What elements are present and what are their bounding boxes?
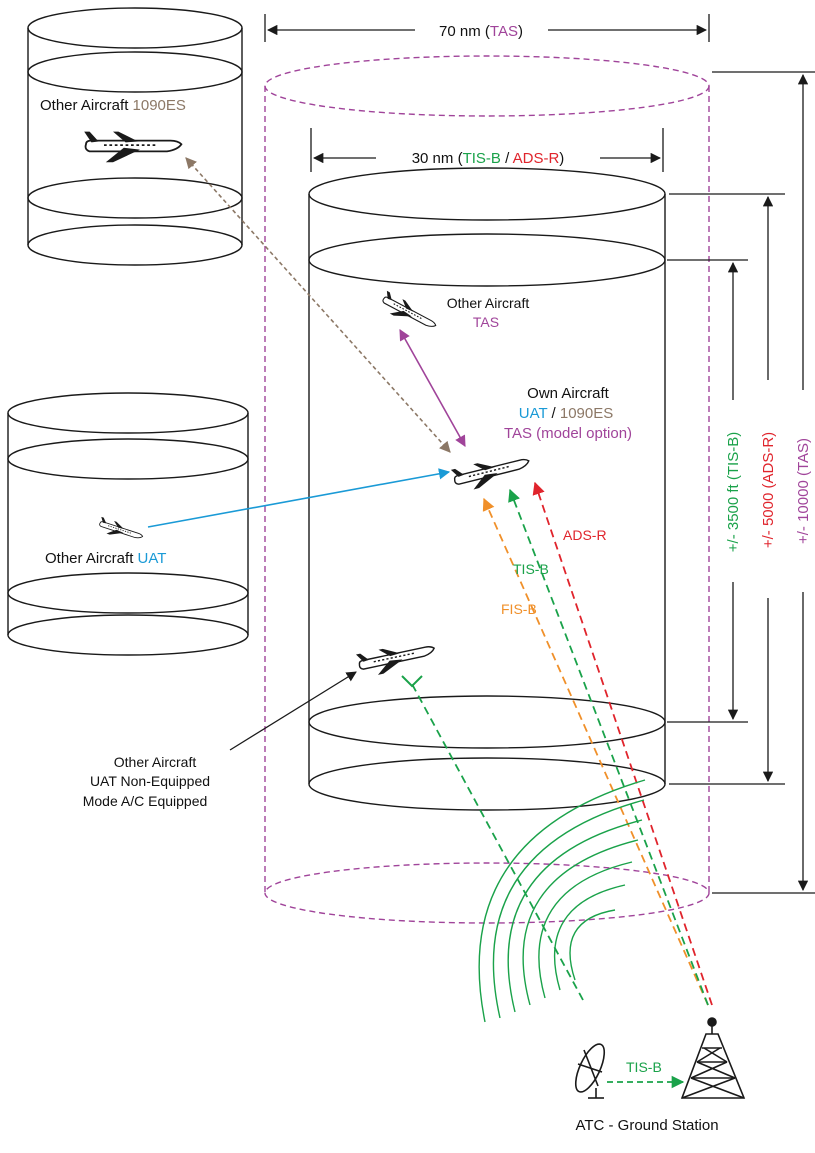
uplink-tisb-label: TIS-B [513,561,549,577]
link-uat [147,468,451,528]
transponder-marker [401,675,423,688]
alt-adsr-label: +/- 5000 (ADS-R) [760,432,777,548]
radar-waves [478,779,646,1023]
inner-width-label: 30 nm (TIS-B / ADS-R) [412,150,565,167]
airplane-icon-non-equipped [355,637,438,680]
alt-tisb-label: +/- 3500 ft (TIS-B) [725,432,742,552]
aircraft-tas-tag: TAS [473,314,499,330]
aircraft-tas-name: Other Aircraft [447,295,530,311]
uplink-adsr-label: ADS-R [563,527,607,543]
tas-width-dimension [264,14,710,42]
cylinder-1090es [27,7,243,266]
own-aircraft-systems: UAT / 1090ES [519,405,614,422]
non-equipped-line3: Mode A/C Equipped [83,793,208,809]
radio-tower-icon [680,1017,746,1099]
non-equipped-line2: UAT Non-Equipped [90,773,210,789]
own-aircraft-tas: TAS (model option) [504,425,632,442]
non-equipped-line1: Other Aircraft [114,754,197,770]
tas-width-label: 70 nm (TAS) [439,23,523,40]
uplink-fisb [482,497,709,1006]
uplink-adsr [532,481,713,1006]
altitude-dimension-lines [667,71,815,894]
uplink-tisb [508,488,709,1006]
own-aircraft-name: Own Aircraft [527,385,610,402]
uplink-fisb-label: FIS-B [501,601,537,617]
pointer-non-equipped [229,671,357,751]
alt-tas-label: +/- 10000 (TAS) [795,438,812,544]
airplane-icon-uat [96,516,145,545]
aircraft-1090es-label: Other Aircraft 1090ES [40,97,186,114]
radar-interrogation [411,683,584,1001]
airplane-icon-1090es [83,130,183,164]
airplane-icon-tas-target [377,290,440,336]
ground-station-label: ATC - Ground Station [575,1117,718,1134]
coverage-cylinder [308,167,666,811]
cylinder-uat [7,392,249,656]
radar-dish-icon [574,1043,606,1099]
ground-link-tisb-label: TIS-B [626,1059,662,1075]
airplane-icon-own [450,450,533,495]
link-tas [399,329,466,447]
aircraft-uat-label: Other Aircraft UAT [45,550,166,567]
tas-cylinder [264,55,710,924]
